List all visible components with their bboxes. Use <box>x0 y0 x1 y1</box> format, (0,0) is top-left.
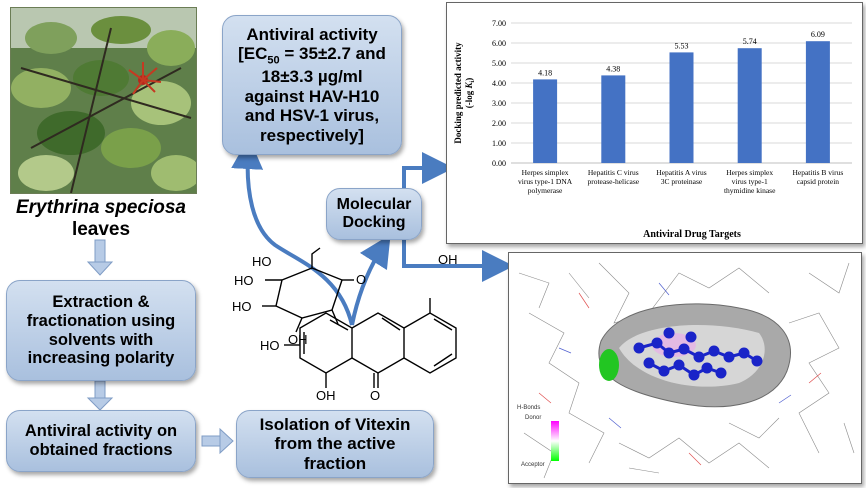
hbond-legend-title: H-Bonds <box>517 405 540 411</box>
isolation-box: Isolation of Vitexin from the active fra… <box>236 410 434 478</box>
vitexin-atom-label: OH <box>316 388 336 400</box>
vitexin-atom-label: O <box>370 388 380 400</box>
chart-y-tick-label: 7.00 <box>492 19 506 28</box>
chart-y-tick-label: 0.00 <box>492 159 506 168</box>
antiviral-fractions-box: Antiviral activity on obtained fractions <box>6 410 196 472</box>
plant-part-caption: leaves <box>71 219 131 240</box>
red-flower-icon <box>128 62 162 95</box>
erythrina-leaves-photo <box>10 7 197 194</box>
chart-x-axis-label: Antiviral Drug Targets <box>643 229 741 240</box>
chart-data-label: 5.53 <box>675 41 689 50</box>
antiviral-details: 18±3.3 µg/ml against HAV-H10 and HSV-1 v… <box>244 67 380 145</box>
extraction-text: Extraction & fractionation using solvent… <box>26 292 176 368</box>
chart-bar <box>805 41 830 164</box>
plant-species-caption: Erythrina speciosa <box>15 197 187 218</box>
chart-data-label: 5.74 <box>743 37 757 46</box>
chart-data-label: 6.09 <box>811 30 825 39</box>
chart-data-label: 4.18 <box>538 68 552 77</box>
docking-3d-view: H-Bonds Donor Acceptor <box>508 252 862 484</box>
chart-bar <box>601 75 626 163</box>
vitexin-atom-label: HO <box>232 299 252 314</box>
arrow-docking-to-3d-view <box>402 238 514 282</box>
hbond-legend-donor: Donor <box>525 415 541 421</box>
extraction-box: Extraction & fractionation using solvent… <box>6 280 196 381</box>
vitexin-structure: HO HO HO OH O OH HO OH O O OH <box>232 247 458 400</box>
hbond-acceptor-region <box>599 349 619 381</box>
chart-y-axis-label-line2: (-log Ki) <box>464 78 476 108</box>
chart-bar <box>737 48 762 164</box>
docking-activity-chart-panel: 0.00 1.00 2.00 3.00 4.00 5.00 6.00 7.00 4.18 4.3… <box>446 2 863 244</box>
vitexin-atom-label: OH <box>288 332 308 347</box>
chart-y-tick-label: 1.00 <box>492 139 506 148</box>
molecular-docking-text: Molecular Docking <box>336 195 412 231</box>
docking-activity-chart: 0.00 1.00 2.00 3.00 4.00 5.00 6.00 7.00 4.18 4.3… <box>453 19 852 240</box>
chart-y-tick-label: 6.00 <box>492 39 506 48</box>
isolation-text: Isolation of Vitexin from the active fra… <box>259 414 411 473</box>
right-arrow-antiviral-to-isolation <box>201 427 234 455</box>
antiviral-activity-box: Antiviral activity [EC50 = 35±2.7 and 18… <box>222 15 402 155</box>
molecular-docking-box: Molecular Docking <box>326 188 422 240</box>
vitexin-atom-label: HO <box>252 254 272 269</box>
protein-wireframe <box>518 262 855 479</box>
vitexin-atom-label: O <box>356 272 366 287</box>
hbond-legend-gradient <box>551 421 559 461</box>
chart-y-tick-label: 3.00 <box>492 99 506 108</box>
down-arrow-leaves-to-extraction <box>86 239 114 276</box>
chart-data-label: 4.38 <box>606 64 620 73</box>
chart-y-axis-label-line1: Docking predicted activity <box>453 42 463 144</box>
chart-bar <box>669 52 694 163</box>
chart-y-tick-label: 4.00 <box>492 79 506 88</box>
vitexin-atom-label: HO <box>260 338 280 353</box>
hbond-legend-acceptor: Acceptor <box>521 462 545 468</box>
antiviral-fractions-text: Antiviral activity on obtained fractions <box>24 422 178 459</box>
chart-y-tick-label: 2.00 <box>492 119 506 128</box>
antiviral-ec50-line: [EC50 = 35±2.7 and <box>238 44 386 67</box>
curved-arrow-to-antiviral-activity <box>231 137 354 326</box>
vitexin-atom-label: HO <box>234 273 254 288</box>
chart-bar <box>533 79 558 163</box>
down-arrow-extraction-to-antiviral <box>86 380 114 411</box>
antiviral-title: Antiviral activity <box>246 24 378 44</box>
curved-arrow-to-docking <box>350 234 391 326</box>
vitexin-atom-label: OH <box>438 252 458 267</box>
chart-y-tick-label: 5.00 <box>492 59 506 68</box>
vitexin-ligand-model <box>633 327 763 381</box>
